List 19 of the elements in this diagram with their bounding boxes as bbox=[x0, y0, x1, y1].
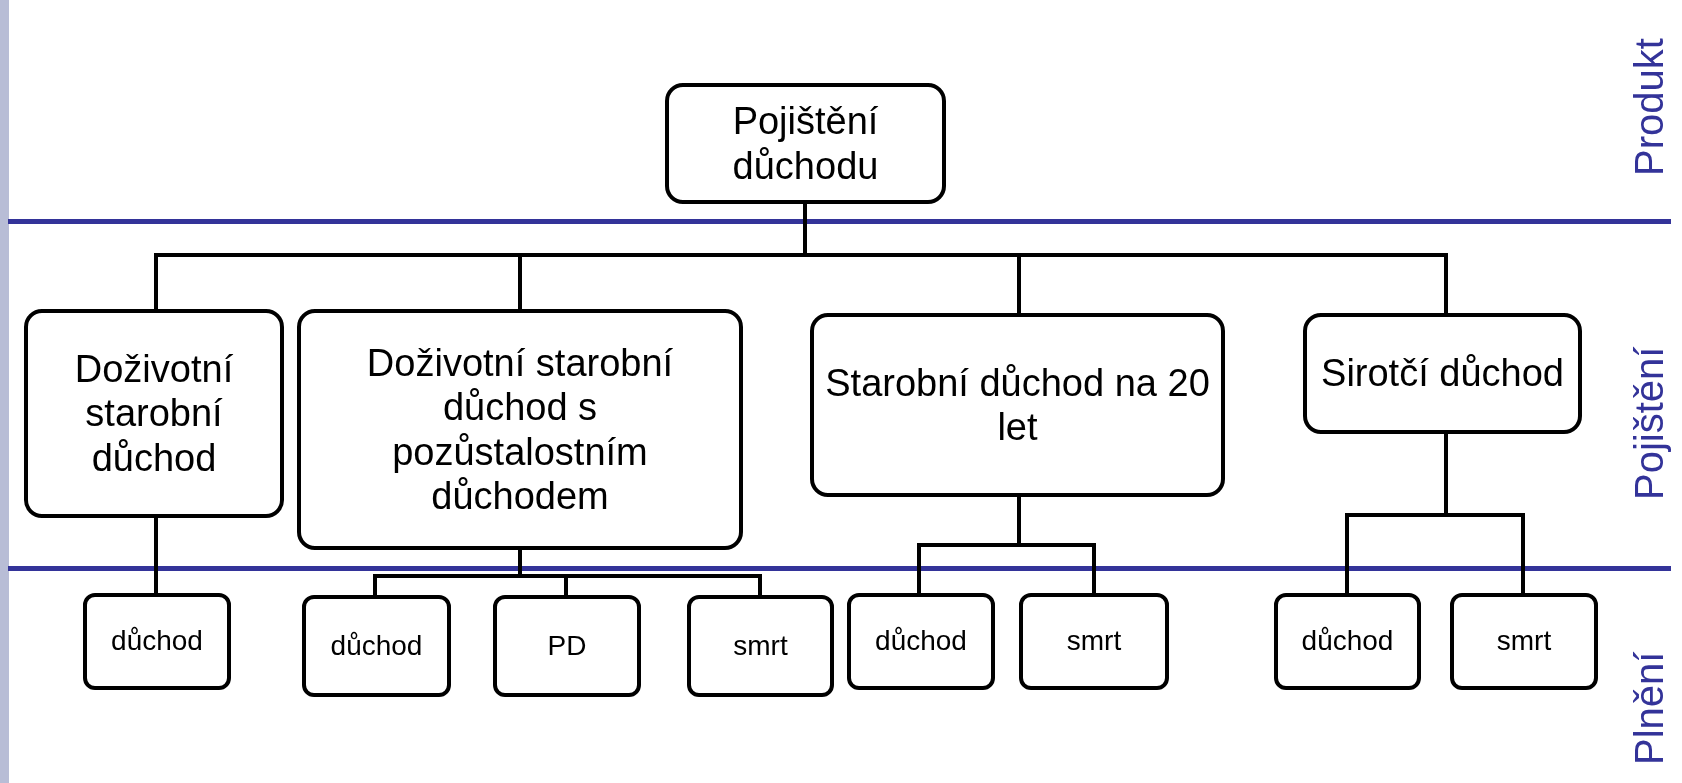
hierarchy-box: důchod bbox=[83, 593, 231, 690]
hierarchy-box: Starobní důchod na 20 let bbox=[810, 313, 1225, 497]
hierarchy-box: smrt bbox=[687, 595, 834, 697]
hierarchy-box: důchod bbox=[1274, 593, 1421, 690]
level-label: Plnění bbox=[1626, 650, 1672, 767]
connector-line bbox=[1017, 497, 1096, 593]
connector-line bbox=[154, 518, 158, 593]
hierarchy-box: Pojištění důchodu bbox=[665, 83, 946, 204]
hierarchy-box: důchod bbox=[847, 593, 995, 690]
level-label: Pojištění bbox=[1626, 345, 1672, 503]
hierarchy-box: Doživotní starobní důchod bbox=[24, 309, 284, 518]
hierarchy-box: důchod bbox=[302, 595, 451, 697]
connector-line bbox=[1444, 434, 1525, 593]
hierarchy-box: PD bbox=[493, 595, 641, 697]
hierarchy-box: Doživotní starobní důchod s pozůstalostním důchodem bbox=[297, 309, 743, 550]
hierarchy-box: smrt bbox=[1019, 593, 1169, 690]
hierarchy-box: smrt bbox=[1450, 593, 1598, 690]
hierarchy-box: Sirotčí důchod bbox=[1303, 313, 1582, 434]
level-label: Produkt bbox=[1626, 37, 1672, 178]
